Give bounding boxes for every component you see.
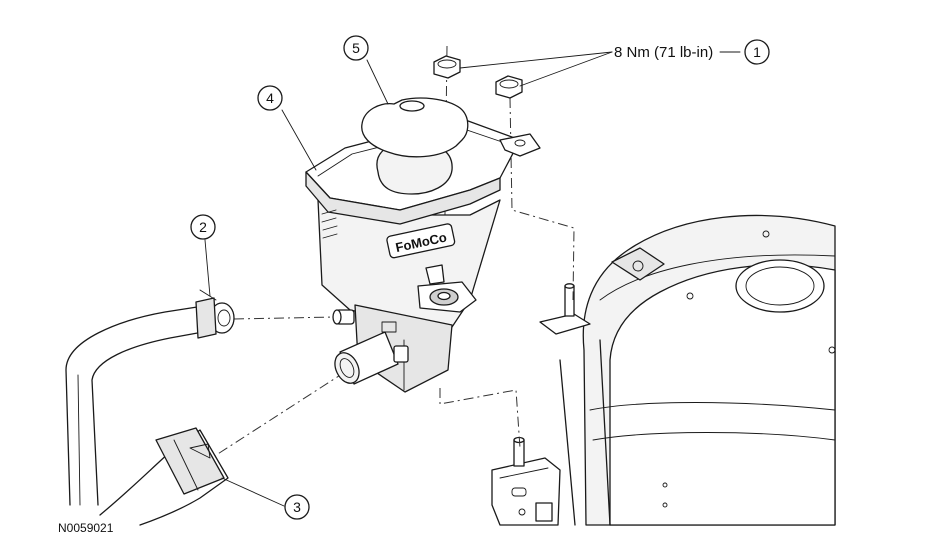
- callout-3: 3: [284, 494, 310, 520]
- coolant-reservoir: FoMoCo: [305, 117, 541, 393]
- callout-5-number: 5: [352, 40, 360, 56]
- retaining-nut-left: [433, 55, 461, 79]
- coolant-hose-lower: [99, 427, 229, 526]
- lower-mounting-bracket: [491, 436, 561, 526]
- callout-1: 1: [744, 39, 770, 65]
- callout-leaders: [204, 51, 741, 507]
- pressure-cap: [361, 97, 469, 195]
- callout-2: 2: [190, 214, 216, 240]
- hose-clamp-lower: [155, 427, 225, 495]
- upper-mounting-bracket: [539, 283, 591, 335]
- callout-1-number: 1: [753, 44, 761, 60]
- retaining-nut-right: [495, 75, 523, 99]
- torque-spec-label: 8 Nm (71 lb-in): [614, 44, 713, 61]
- callout-4: 4: [257, 85, 283, 111]
- figure-id: N0059021: [58, 521, 114, 535]
- coolant-hose-upper: [65, 289, 235, 506]
- engine-housing: [559, 214, 836, 526]
- callout-3-number: 3: [293, 499, 301, 515]
- fomoco-logo-panel: [386, 223, 456, 259]
- callout-2-number: 2: [199, 219, 207, 235]
- hose-clamp-upper: [195, 297, 217, 339]
- callout-5: 5: [343, 35, 369, 61]
- callout-4-number: 4: [266, 90, 274, 106]
